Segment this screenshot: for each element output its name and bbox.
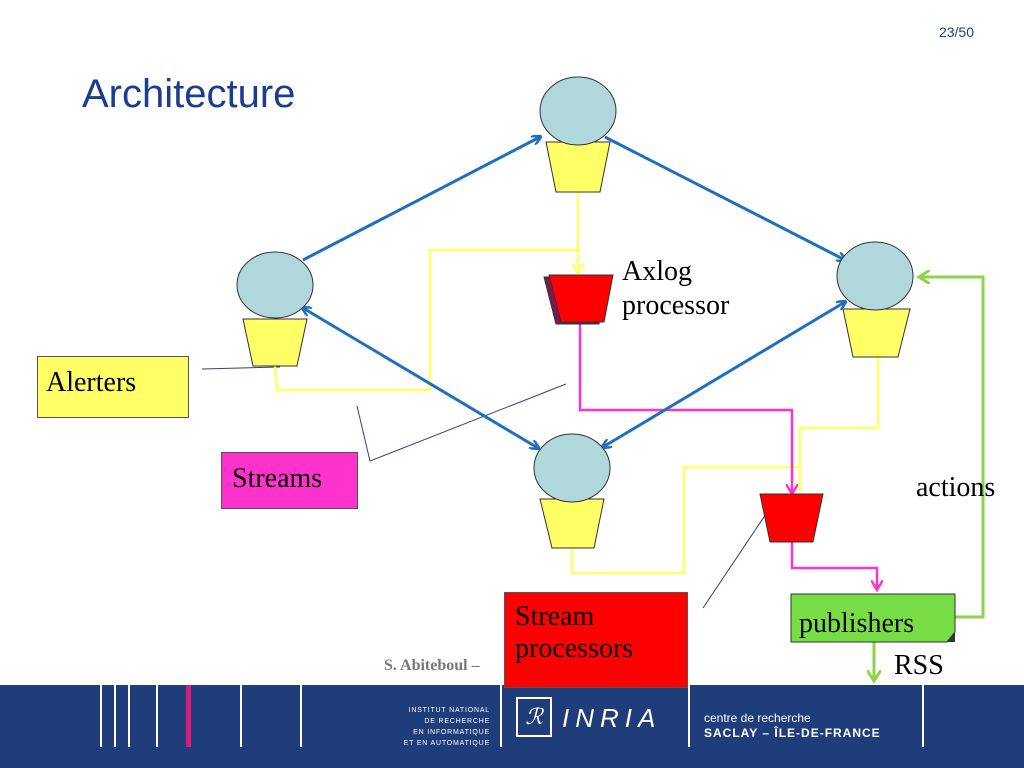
publishers-box: publishers: [790, 593, 956, 643]
institute-line: DE RECHERCHE: [424, 718, 490, 725]
axlog-processor-label: Axlog processor: [622, 255, 729, 323]
author-footer: S. Abiteboul –: [384, 657, 480, 674]
institute-line: INSTITUT NATIONAL: [408, 707, 490, 714]
footer-divider: [240, 685, 242, 747]
slide-title: Architecture: [82, 72, 296, 116]
node-bottom: [533, 433, 611, 549]
publishers-label: publishers: [799, 608, 914, 639]
footer-accent: [186, 685, 191, 747]
footer-bar: INSTITUT NATIONAL DE RECHERCHE EN INFORM…: [0, 685, 1024, 768]
blue-arrows: [303, 137, 845, 448]
footer-divider: [922, 685, 924, 747]
page-number: 23/50: [938, 24, 974, 40]
footer-divider: [500, 685, 502, 747]
inria-logo-icon: ℛ: [516, 697, 552, 737]
institute-name: INSTITUT NATIONAL DE RECHERCHE EN INFORM…: [386, 705, 490, 749]
rss-label: RSS: [894, 650, 944, 681]
inria-logo-text: INRIA: [562, 703, 662, 733]
institute-line: ET EN AUTOMATIQUE: [403, 740, 490, 747]
footer-divider: [128, 685, 130, 747]
stream-processors-label: Stream processors: [504, 592, 688, 688]
footer-divider: [156, 685, 158, 747]
node-top: [539, 76, 617, 193]
footer-divider: [688, 685, 690, 747]
stream-processors-line1: Stream: [515, 601, 595, 632]
stream-processors-line2: processors: [515, 633, 634, 664]
footer-divider: [300, 685, 302, 747]
alerters-label: Alerters: [37, 356, 189, 418]
footer-divider: [100, 685, 102, 747]
axlog-processor-shape: [543, 274, 614, 325]
axlog-line1: Axlog: [622, 256, 692, 287]
footer-divider: [114, 685, 116, 747]
centre-line1: centre de recherche: [704, 711, 811, 725]
node-left: [236, 251, 314, 367]
axlog-line2: processor: [622, 290, 730, 321]
streams-label: Streams: [221, 452, 358, 509]
pink-arrows: [578, 323, 877, 589]
institute-line: EN INFORMATIQUE: [413, 729, 490, 736]
actions-label: actions: [916, 472, 996, 503]
stream-processor-shape: [759, 493, 824, 543]
centre-line2: SACLAY – ÎLE-DE-FRANCE: [704, 726, 881, 740]
green-arrows: [874, 277, 985, 680]
node-right: [836, 241, 914, 358]
